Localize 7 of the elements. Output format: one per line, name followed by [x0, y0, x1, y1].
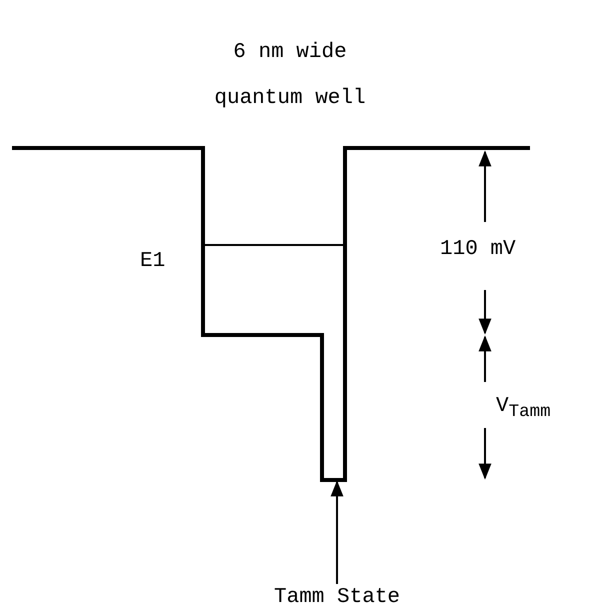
well-notch-drawing	[320, 333, 347, 482]
voltage-label: V$_{Tamm}$	[496, 395, 551, 422]
callout-label: Tamm State	[274, 586, 400, 609]
voltage-label: 110 mV	[440, 238, 516, 261]
energy-level-label: E1	[140, 250, 166, 273]
diagram-title: 6 nm wide quantum well	[213, 40, 367, 112]
leader-arrow	[330, 480, 344, 584]
